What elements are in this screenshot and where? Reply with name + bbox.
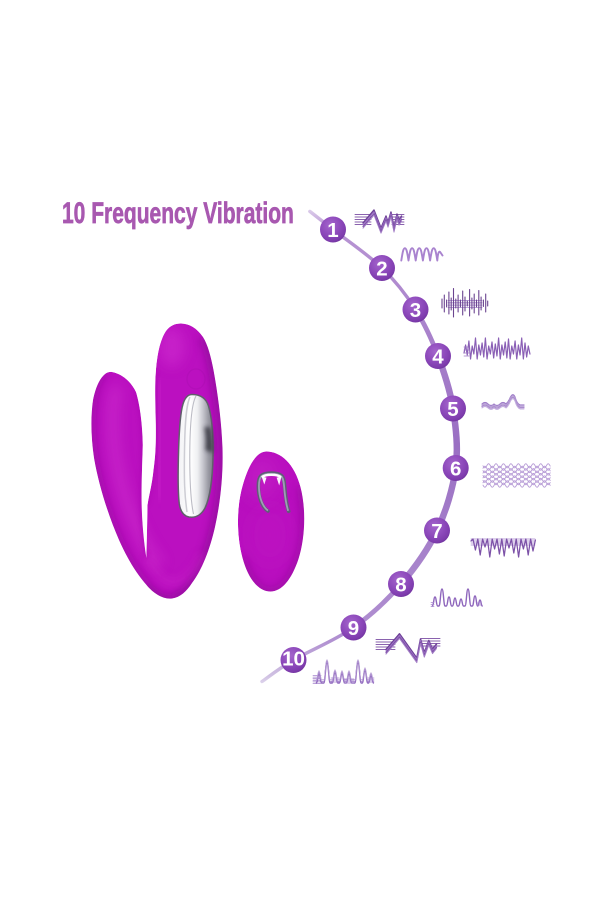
svg-text:7: 7 — [431, 520, 442, 543]
svg-text:5: 5 — [447, 398, 458, 421]
svg-text:10: 10 — [282, 648, 305, 671]
svg-text:9: 9 — [348, 617, 359, 640]
svg-text:2: 2 — [376, 258, 387, 281]
svg-text:3: 3 — [410, 299, 421, 322]
svg-text:1: 1 — [327, 219, 338, 242]
svg-text:8: 8 — [395, 574, 406, 597]
svg-text:6: 6 — [450, 458, 461, 481]
svg-text:4: 4 — [432, 346, 444, 369]
